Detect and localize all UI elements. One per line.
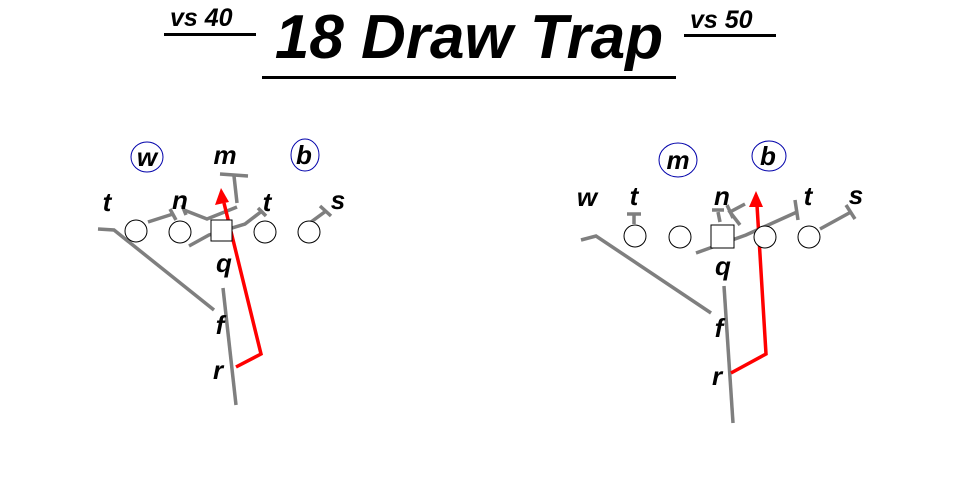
b-defender-circle (751, 140, 787, 172)
right-tackle-marker (797, 225, 821, 249)
subtitle-left: vs 40 (170, 4, 233, 32)
run-path-arrowhead (215, 188, 229, 205)
center-marker (710, 224, 735, 249)
defender-circles (130, 138, 320, 173)
block-line-fullback-kickout (97, 227, 216, 312)
defender-m-label: m (666, 145, 689, 175)
backfield-r-label: r (712, 361, 724, 391)
defender-s-label: s (331, 185, 345, 215)
defense-labels: m b w t n t s (577, 141, 863, 212)
subtitle-right: vs 50 (690, 6, 753, 34)
run-path-line (730, 204, 768, 375)
block-line-left-tackle (147, 212, 174, 224)
defender-b-label: b (296, 140, 312, 170)
block-line-qb-spin (221, 287, 238, 406)
backfield-r-label: r (213, 355, 225, 385)
defender-s-label: s (849, 180, 863, 210)
center-marker (210, 219, 233, 242)
title-underline (262, 76, 676, 79)
diagram-vs-40: w m b t n t s q f r (97, 138, 346, 406)
right-tackle-marker (297, 220, 321, 244)
block-line-right-tackle (309, 209, 328, 224)
left-tackle-marker (623, 224, 647, 248)
block-line-right-tackle (819, 210, 852, 231)
run-path-line (222, 202, 264, 369)
right-guard-marker (753, 225, 777, 249)
block-line-nose-cap (725, 204, 735, 219)
backfield-labels: q f r (712, 251, 731, 391)
backfield-q-label: q (715, 251, 731, 281)
block-line-right-tackle-cap (318, 204, 333, 218)
backfield-f-label: f (715, 313, 726, 343)
defender-n-label: n (172, 185, 188, 215)
defense-labels: w m b t n t s (103, 140, 346, 217)
w-defender-circle (130, 141, 164, 173)
backfield-q-label: q (216, 248, 232, 278)
block-line-guard-cap (180, 204, 188, 216)
left-guard-marker (168, 220, 192, 244)
defender-t-left-label: t (103, 187, 113, 217)
defender-w-label: w (577, 182, 599, 212)
left-guard-marker (668, 225, 692, 249)
diagram-vs-50: m b w t n t s q f r (577, 140, 863, 424)
block-line-guard (716, 211, 722, 223)
play-title: 18 Draw Trap (274, 3, 664, 72)
run-path (730, 191, 768, 375)
left-tackle-marker (124, 219, 148, 243)
block-line-mike (232, 175, 239, 204)
b-defender-circle (290, 138, 320, 172)
subtitle-left-underline (164, 33, 256, 36)
defender-w-label: w (137, 142, 159, 172)
m-defender-circle (658, 142, 698, 178)
subtitle-right-underline (684, 34, 776, 37)
block-line-center-cap (793, 199, 800, 221)
backfield-f-label: f (216, 310, 227, 340)
run-path (215, 188, 264, 369)
block-line-fullback-kickout (580, 234, 712, 315)
defender-t-right-label: t (804, 181, 814, 211)
defender-circles (658, 140, 787, 178)
defender-m-label: m (213, 140, 236, 170)
block-line-right-tackle-cap (844, 204, 857, 220)
right-guard-marker (253, 220, 277, 244)
defender-n-label: n (714, 181, 730, 211)
block-line-mike-cap (219, 172, 249, 178)
offensive-line (623, 224, 821, 249)
defender-t-left-label: t (630, 181, 640, 211)
backfield-labels: q f r (213, 248, 232, 385)
run-path-arrowhead (749, 191, 763, 207)
defender-b-label: b (760, 141, 776, 171)
offensive-line (124, 219, 321, 244)
block-line-center-cap (256, 206, 268, 218)
defender-t-right-label: t (263, 187, 273, 217)
block-line-qb-spin (722, 285, 735, 424)
block-line-left-tackle-cap (168, 208, 178, 221)
